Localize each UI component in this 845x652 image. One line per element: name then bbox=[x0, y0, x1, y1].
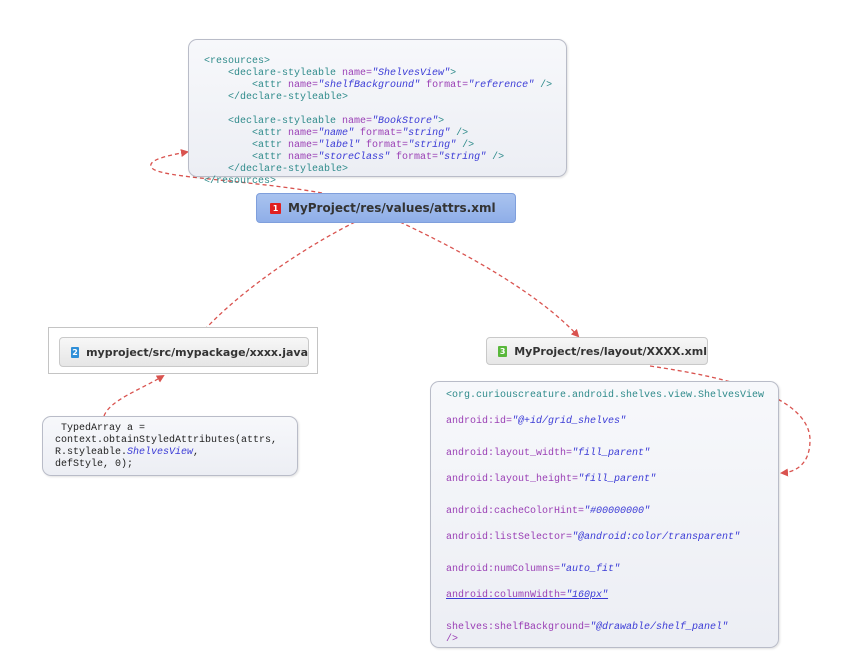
attrs-xml-note: <resources> <declare-styleable name="She… bbox=[188, 39, 567, 187]
topic-java-file[interactable]: 2 myproject/src/mypackage/xxxx.java bbox=[59, 337, 309, 367]
code-line: android:columnWidth="160px" bbox=[446, 590, 609, 601]
link-java-note bbox=[103, 374, 165, 417]
topic-attrs-xml[interactable]: 1 MyProject/res/values/attrs.xml bbox=[256, 193, 516, 223]
code-line: android:numColumns="auto_fit" bbox=[446, 564, 621, 575]
code-line: </resources> bbox=[204, 176, 277, 187]
code-line: /> bbox=[446, 634, 459, 645]
code-line: context.obtainStyledAttributes(attrs, bbox=[55, 435, 278, 446]
priority-1-icon: 1 bbox=[270, 202, 281, 214]
code-line: android:layout_width="fill_parent" bbox=[446, 448, 651, 459]
code-line: android:listSelector="@android:color/tra… bbox=[446, 532, 741, 543]
topic-label: myproject/src/mypackage/xxxx.java bbox=[86, 345, 308, 359]
topic-label: MyProject/res/values/attrs.xml bbox=[288, 201, 496, 215]
link-attrs-to-java bbox=[196, 221, 356, 339]
link-layout-note bbox=[649, 365, 811, 477]
code-line: </declare-styleable> bbox=[204, 92, 349, 103]
code-line: <attr name="shelfBackground" format="ref… bbox=[204, 80, 553, 91]
code-line: <org.curiouscreature.android.shelves.vie… bbox=[446, 390, 765, 401]
code-line: TypedArray a = bbox=[55, 423, 146, 434]
java-code-note: TypedArray a =context.obtainStyledAttrib… bbox=[42, 416, 298, 476]
priority-3-icon: 3 bbox=[498, 345, 508, 357]
code-line: <declare-styleable name="BookStore"> bbox=[204, 116, 445, 127]
code-line: <attr name="storeClass" format="string" … bbox=[204, 152, 505, 163]
topic-label: MyProject/res/layout/XXXX.xml bbox=[514, 344, 707, 358]
code-line: <declare-styleable name="ShelvesView"> bbox=[204, 68, 457, 79]
code-line: defStyle, 0); bbox=[55, 459, 134, 470]
code-line: <resources> bbox=[204, 56, 271, 67]
link-attrs-self bbox=[150, 149, 323, 194]
code-line: </declare-styleable> bbox=[204, 164, 349, 175]
code-line: shelves:shelfBackground="@drawable/shelf… bbox=[446, 622, 729, 633]
code-line: android:layout_height="fill_parent" bbox=[446, 474, 657, 485]
code-line: <attr name="label" format="string" /> bbox=[204, 140, 475, 151]
code-line: R.styleable.ShelvesView, bbox=[55, 447, 200, 458]
link-attrs-to-layout bbox=[399, 221, 580, 338]
code-line: android:id="@+id/grid_shelves" bbox=[446, 416, 627, 427]
layout-xml-note: <org.curiouscreature.android.shelves.vie… bbox=[430, 381, 779, 648]
code-line: android:cacheColorHint="#00000000" bbox=[446, 506, 651, 517]
topic-layout-xml[interactable]: 3 MyProject/res/layout/XXXX.xml bbox=[486, 337, 708, 365]
code-line: <attr name="name" format="string" /> bbox=[204, 128, 469, 139]
priority-2-icon: 2 bbox=[71, 346, 80, 358]
